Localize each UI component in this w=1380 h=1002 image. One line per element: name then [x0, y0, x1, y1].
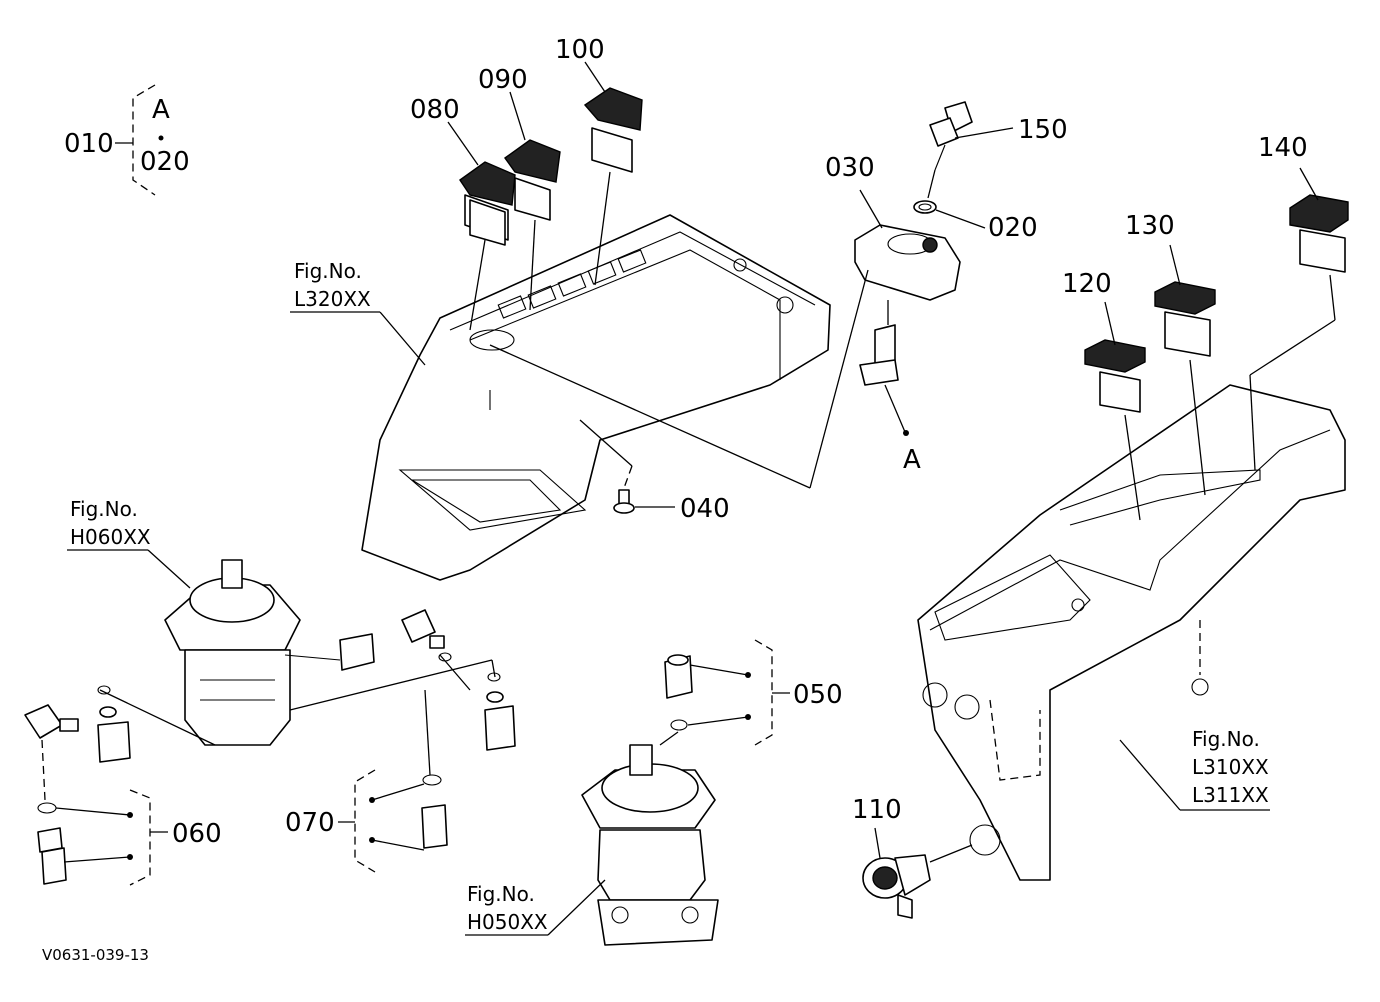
fig-l320-code: L320XX [294, 287, 371, 311]
label-100: 100 [555, 35, 605, 65]
fig-l310-code2: L311XX [1192, 783, 1269, 807]
label-090: 090 [478, 65, 528, 95]
label-120: 120 [1062, 269, 1112, 299]
fig-l310-title: Fig.No. [1192, 727, 1260, 751]
label-140: 140 [1258, 133, 1308, 163]
label-030: 030 [825, 153, 875, 183]
label-010: 010 [64, 129, 114, 159]
fig-l310-code1: L310XX [1192, 755, 1269, 779]
fitting-cap-right [484, 672, 516, 751]
fig-h050-title: Fig.No. [467, 882, 535, 906]
label-060: 060 [172, 819, 222, 849]
switch-slots [497, 249, 647, 319]
label-150: 150 [1018, 115, 1068, 145]
key-150 [929, 101, 973, 171]
label-a-connector: A [903, 445, 921, 475]
label-a-legend: A [152, 95, 170, 125]
label-070: 070 [285, 808, 335, 838]
switch-140 [1289, 194, 1349, 273]
label-110: 110 [852, 795, 902, 825]
key-switch-030 [854, 224, 961, 301]
fitting-kit-060 [37, 739, 168, 886]
fig-l320-title: Fig.No. [294, 259, 362, 283]
fig-l320-leader [290, 311, 426, 366]
label-050: 050 [793, 680, 843, 710]
fitting-cap-left [97, 685, 131, 763]
fig-h050-leader [465, 879, 606, 936]
label-130: 130 [1125, 211, 1175, 241]
legend-010-bracket [115, 84, 164, 196]
joystick-left [164, 559, 375, 746]
bolt-040 [613, 489, 635, 514]
label-040: 040 [680, 494, 730, 524]
label-020-washer: 020 [988, 213, 1038, 243]
power-socket-110 [862, 854, 931, 919]
fig-h050-code: H050XX [467, 910, 548, 934]
fitting-kit-050 [659, 639, 790, 746]
right-console [917, 384, 1346, 881]
ignition-connector [859, 324, 899, 386]
fitting-elbow-left [24, 704, 79, 739]
switch-130 [1154, 281, 1216, 357]
drawing-code: V0631-039-13 [42, 946, 149, 964]
fitting-elbow-mid [401, 609, 452, 662]
rocker-switch-090 [504, 139, 561, 221]
rocker-switch-100 [583, 87, 643, 173]
label-020-legend: 020 [140, 147, 190, 177]
fig-l310-leader [1119, 739, 1270, 811]
label-080: 080 [410, 95, 460, 125]
washer-020 [913, 200, 937, 214]
joystick-right [581, 744, 719, 946]
fig-h060-code: H060XX [70, 525, 151, 549]
fitting-kit-070 [338, 689, 448, 873]
fig-h060-leader [67, 549, 191, 589]
rocker-switch-080 [459, 161, 516, 246]
left-console-panel [361, 214, 831, 581]
fig-h060-title: Fig.No. [70, 497, 138, 521]
switch-120 [1084, 339, 1146, 413]
